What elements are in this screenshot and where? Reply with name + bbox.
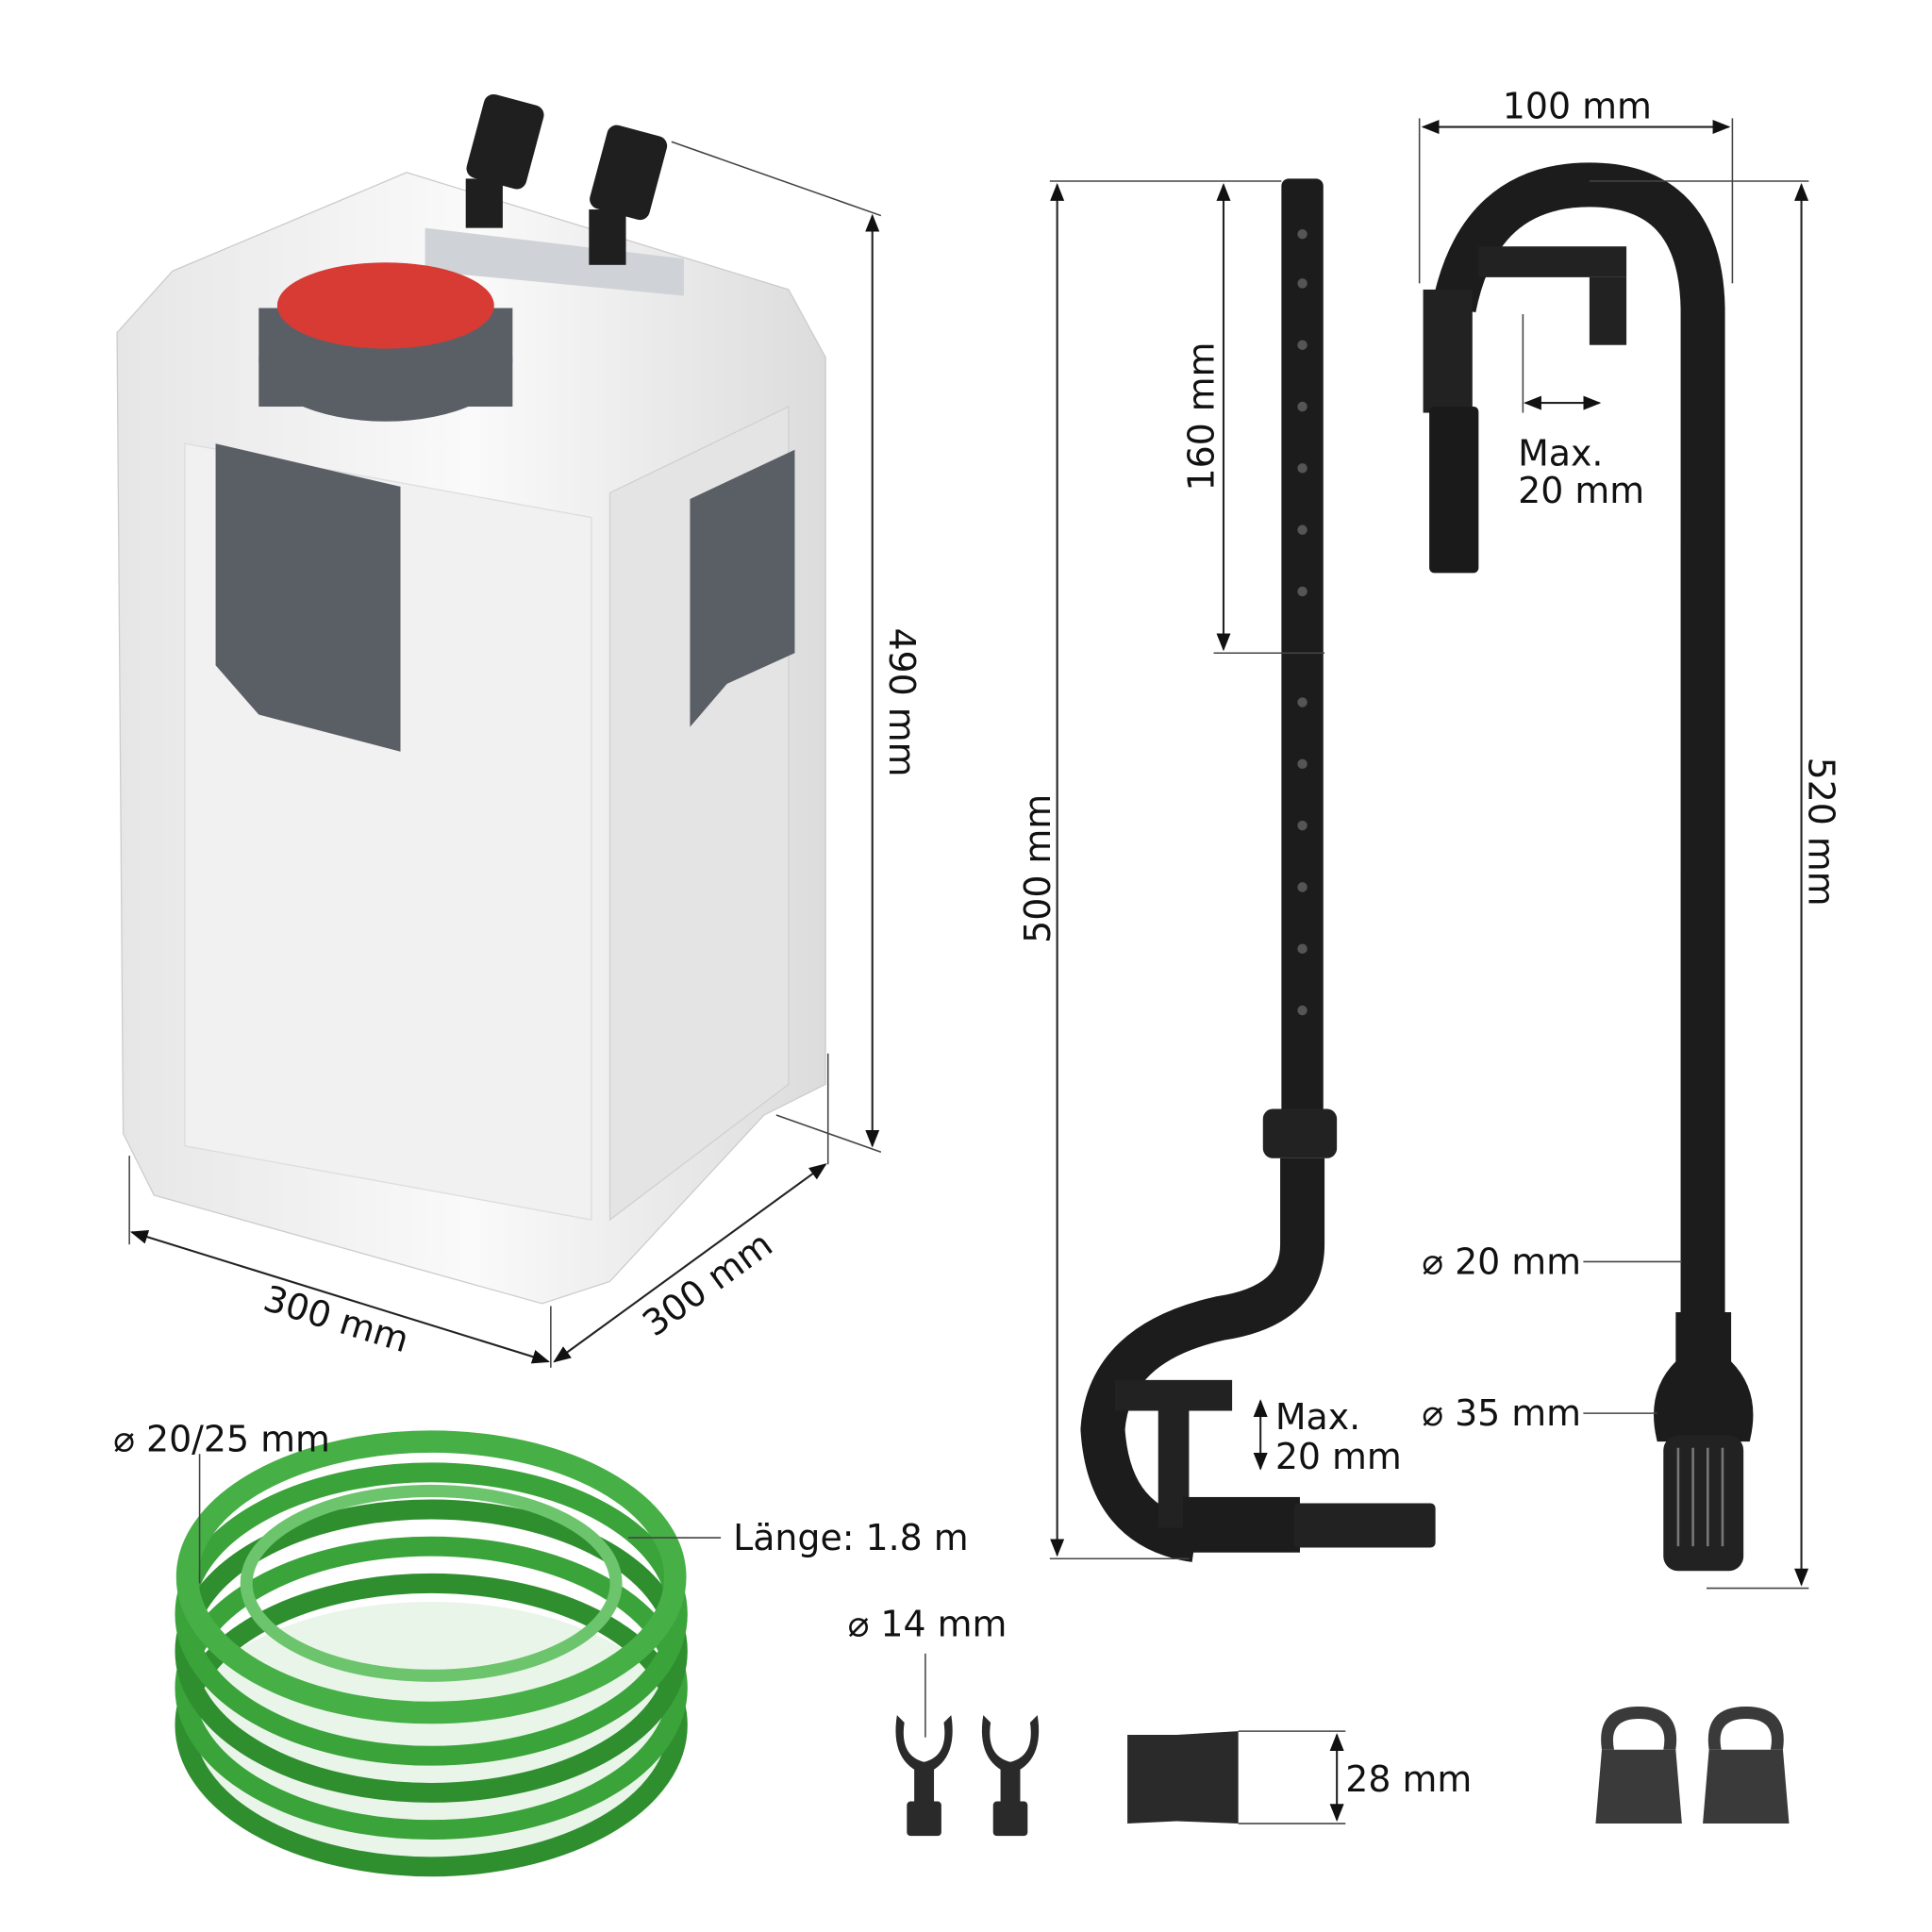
suction-cup-clips <box>895 1715 1040 1837</box>
primer-button <box>276 262 494 349</box>
intake-clamp-max-label: Max. <box>1275 1396 1360 1438</box>
nozzle-size-label: 28 mm <box>1345 1758 1472 1800</box>
filter-depth-label: 300 mm <box>635 1224 780 1345</box>
hose-connectors <box>465 93 668 265</box>
outflow-clamp-max-label: Max. <box>1518 433 1603 475</box>
intake-height-label: 500 mm <box>1017 794 1058 943</box>
hose-diameter-label: ⌀ 20/25 mm <box>113 1419 330 1460</box>
intake-clamp-max-value: 20 mm <box>1275 1436 1402 1477</box>
outflow-width-label: 100 mm <box>1503 85 1652 126</box>
spray-nozzle <box>1127 1731 1239 1824</box>
intake-pipe <box>1080 178 1436 1562</box>
right-latch <box>690 449 795 727</box>
outflow-height-label: 520 mm <box>1800 758 1841 907</box>
left-latch <box>215 443 401 752</box>
green-hose-coil <box>175 1430 688 1877</box>
filter-height-label: 490 mm <box>881 627 923 776</box>
hose-length-label: Länge: 1.8 m <box>733 1517 969 1558</box>
outflow-pipe-diameter-label: ⌀ 20 mm <box>1422 1241 1581 1283</box>
strainer-diameter-label: ⌀ 35 mm <box>1422 1392 1581 1434</box>
outflow-pipe <box>1423 162 1754 1572</box>
canister-filter <box>116 93 826 1305</box>
hose-clamps <box>1595 1706 1790 1824</box>
outflow-clamp-max-value: 20 mm <box>1518 470 1644 511</box>
filter-width-label: 300 mm <box>258 1277 413 1360</box>
intake-adjust-label: 160 mm <box>1181 341 1223 491</box>
suction-cup-diameter-label: ⌀ 14 mm <box>848 1604 1008 1645</box>
